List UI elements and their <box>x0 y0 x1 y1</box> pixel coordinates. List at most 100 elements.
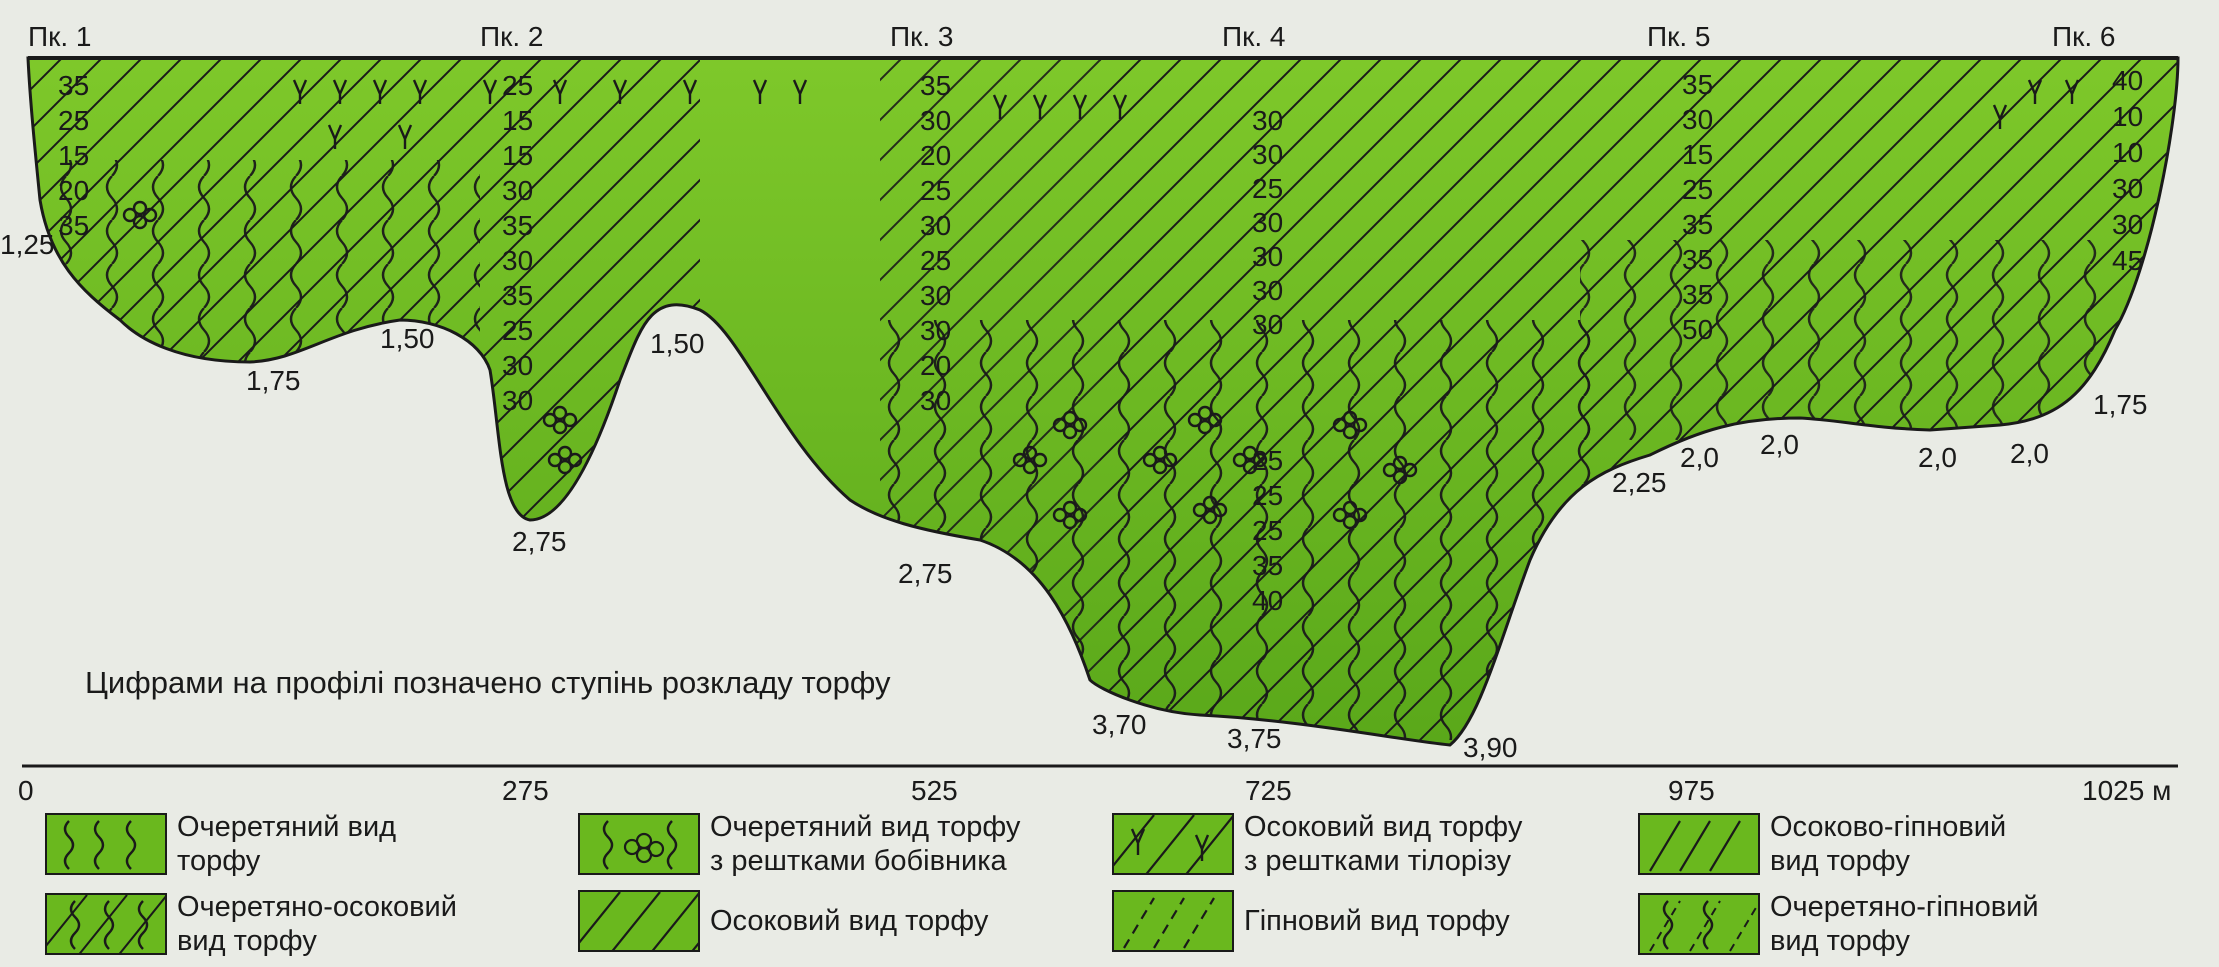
bogbean-symbol <box>1062 514 1078 530</box>
sedge-stratiotes-pattern-icon <box>1112 813 1234 875</box>
decomposition-value: 40 <box>1252 585 1283 616</box>
depth-label: 3,75 <box>1227 723 1282 754</box>
decomposition-value: 25 <box>1252 515 1283 546</box>
legend-label: Осоково-гіпновий вид торфу <box>1770 811 2007 877</box>
bogbean-symbol <box>1202 495 1218 511</box>
bogbean-symbol <box>552 405 568 421</box>
legend-item-reed-sedge: Очеретяно-осоковий вид торфу <box>45 890 457 958</box>
bogbean-symbol <box>1032 452 1048 468</box>
picket-label-6: Пк. 6 <box>2052 21 2116 52</box>
decomposition-value: 30 <box>2112 209 2143 240</box>
reed-hypnum-pattern-icon <box>1638 893 1760 955</box>
stratiotes-symbol <box>752 79 768 104</box>
decomposition-value: 15 <box>58 140 89 171</box>
stratiotes-symbol <box>1032 94 1048 119</box>
decomposition-value: 30 <box>920 385 951 416</box>
decomposition-value: 30 <box>1252 139 1283 170</box>
bogbean-symbol <box>1342 424 1358 440</box>
depth-label: 2,75 <box>898 558 953 589</box>
legend-item-hypnum: Гіпновий вид торфу <box>1112 890 1510 952</box>
bogbean-symbol <box>132 200 148 216</box>
decomposition-value: 15 <box>1682 139 1713 170</box>
decomposition-value: 35 <box>1682 69 1713 100</box>
decomposition-value: 10 <box>2112 137 2143 168</box>
bogbean-symbol <box>1062 424 1078 440</box>
bogbean-symbol <box>1252 452 1268 468</box>
decomposition-value: 50 <box>1682 314 1713 345</box>
bogbean-symbol <box>1192 502 1208 518</box>
stratiotes-symbol <box>992 94 1008 119</box>
depth-label: 2,0 <box>1918 442 1957 473</box>
stratiotes-symbol <box>1072 94 1088 119</box>
legend-label: Очеретяно-гіпновий вид торфу <box>1770 891 2039 957</box>
bogbean-symbol <box>1342 514 1358 530</box>
bogbean-symbol <box>1187 412 1203 428</box>
hypnum-pattern-icon <box>1112 890 1234 952</box>
bogbean-symbol <box>1392 455 1408 471</box>
depth-label: 1,50 <box>380 323 435 354</box>
stratiotes-symbol <box>397 124 413 149</box>
legend-label: Очеретяний вид торфу <box>177 811 397 877</box>
decomposition-value: 25 <box>920 245 951 276</box>
bogbean-symbol <box>557 445 573 461</box>
picket-label-5: Пк. 5 <box>1647 21 1711 52</box>
depth-label: 2,0 <box>2010 438 2049 469</box>
reed-sedge-pattern-icon <box>45 893 167 955</box>
bogbean-symbol <box>142 207 158 223</box>
bogbean-symbol <box>1342 410 1358 426</box>
bogbean-symbol <box>1062 500 1078 516</box>
profile-caption: Цифрами на профілі позначено ступінь роз… <box>85 665 891 700</box>
decomposition-value: 30 <box>2112 173 2143 204</box>
decomposition-value: 30 <box>920 105 951 136</box>
bogbean-symbol <box>1242 445 1258 461</box>
decomposition-value: 30 <box>502 245 533 276</box>
bogbean-symbol <box>1152 459 1168 475</box>
stratiotes-symbols <box>292 79 2080 149</box>
decomposition-value: 15 <box>502 140 533 171</box>
depth-label: 2,0 <box>1760 429 1799 460</box>
decomposition-value: 15 <box>502 105 533 136</box>
bogbean-symbols <box>122 200 1418 530</box>
bogbean-symbol <box>552 419 568 435</box>
bogbean-symbol <box>1207 412 1223 428</box>
depth-label: 1,75 <box>246 365 301 396</box>
bogbean-symbol <box>567 452 583 468</box>
depth-label: 2,0 <box>1680 442 1719 473</box>
decomposition-value: 20 <box>920 350 951 381</box>
scale-tick-label: 975 <box>1668 775 1715 806</box>
depth-label: 2,75 <box>512 526 567 557</box>
legend-item-sedge: Осоковий вид торфу <box>578 890 988 952</box>
decomposition-value: 25 <box>502 70 533 101</box>
decomposition-value: 25 <box>1252 173 1283 204</box>
bogbean-symbol <box>1062 410 1078 426</box>
decomposition-value: 40 <box>2112 65 2143 96</box>
sedge-hypnum-pattern-icon <box>1638 813 1760 875</box>
legend-label: Очеретяно-осоковий вид торфу <box>177 891 457 957</box>
decomposition-value: 30 <box>502 175 533 206</box>
bogbean-symbol <box>1212 502 1228 518</box>
legend-label: Осоковий вид торфу з рештками тілорізу <box>1244 811 1523 877</box>
legend-label: Очеретяний вид торфу з рештками бобівник… <box>710 811 1021 877</box>
stratiotes-symbol <box>1992 104 2008 129</box>
decomposition-value: 25 <box>58 105 89 136</box>
reed-pattern-icon <box>45 813 167 875</box>
decomposition-value: 35 <box>58 70 89 101</box>
depth-label: 3,90 <box>1463 732 1518 763</box>
scale-tick-label: 525 <box>911 775 958 806</box>
decomposition-value: 35 <box>1682 209 1713 240</box>
bogbean-symbol <box>132 214 148 230</box>
bogbean-symbol <box>1332 417 1348 433</box>
decomposition-value: 25 <box>920 175 951 206</box>
decomposition-value: 30 <box>1252 275 1283 306</box>
stratiotes-symbol <box>1112 94 1128 119</box>
bogbean-symbol <box>1197 405 1213 421</box>
bogbean-symbol <box>1352 417 1368 433</box>
decomposition-value: 20 <box>920 140 951 171</box>
bogbean-symbol <box>1152 445 1168 461</box>
bogbean-symbol <box>1162 452 1178 468</box>
legend-item-sedge-hypnum: Осоково-гіпновий вид торфу <box>1638 810 2006 878</box>
bogbean-symbol <box>1232 452 1248 468</box>
legend-item-sedge-stratiotes: Осоковий вид торфу з рештками тілорізу <box>1112 810 1522 878</box>
bogbean-symbol <box>1072 507 1088 523</box>
bogbean-symbol <box>122 207 138 223</box>
